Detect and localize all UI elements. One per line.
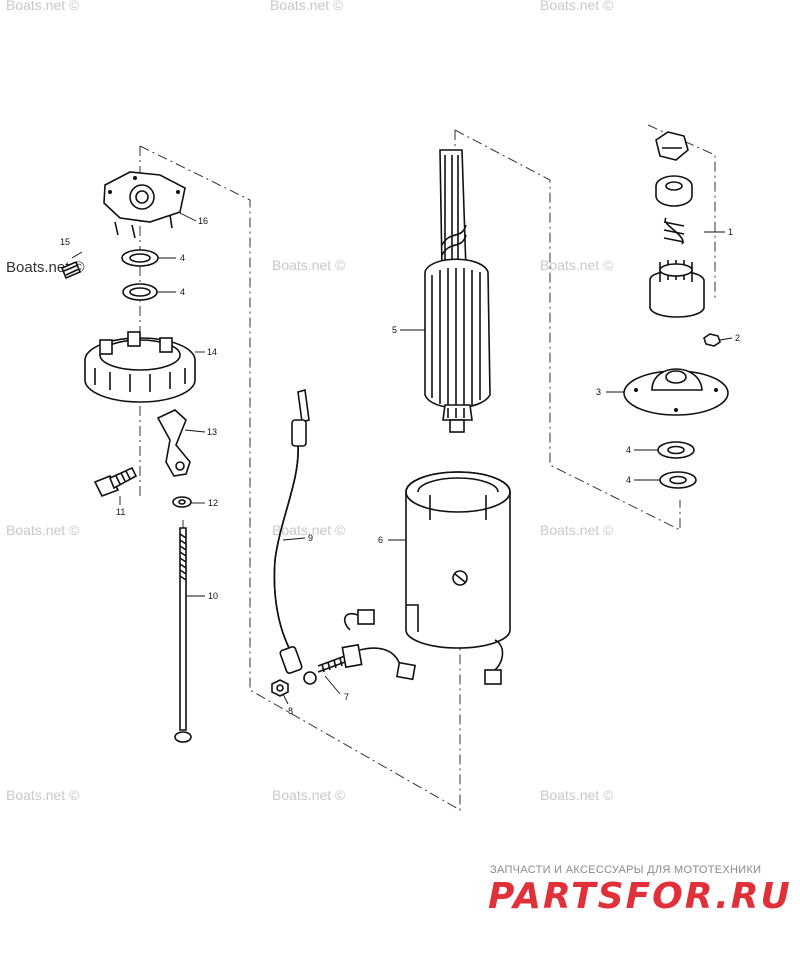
drive-assembly <box>649 131 705 318</box>
washer <box>657 441 695 459</box>
watermark: Boats.net © <box>540 787 614 803</box>
part-label-7: 7 <box>344 692 349 702</box>
watermark: Boats.net © <box>6 0 80 13</box>
drive-end-head <box>623 368 729 416</box>
nut <box>271 679 289 697</box>
watermark: Boats.net © <box>272 787 346 803</box>
part-label-5: 5 <box>392 325 397 335</box>
brush-assembly <box>317 609 417 681</box>
leader-lines <box>71 211 733 705</box>
part-label-6: 6 <box>378 535 383 545</box>
brush-holder-ring <box>84 331 196 403</box>
part-label-14: 14 <box>207 347 217 357</box>
part-label-4: 4 <box>626 445 631 455</box>
part-label-2: 2 <box>735 333 740 343</box>
assembly-lines <box>139 124 716 811</box>
watermark: Boats.net © <box>272 257 346 273</box>
part-label-1: 1 <box>728 227 733 237</box>
terminal-bracket <box>156 409 191 477</box>
brand-subtitle: ЗАПЧАСТИ И АКСЕССУАРЫ ДЛЯ МОТОТЕХНИКИ <box>490 864 762 876</box>
part-label-10: 10 <box>208 591 218 601</box>
through-bolt <box>174 527 192 743</box>
part-label-4: 4 <box>180 287 185 297</box>
cable <box>273 388 317 685</box>
watermark: Boats.net © <box>272 522 346 538</box>
watermark: Boats.net © <box>540 522 614 538</box>
part-label-12: 12 <box>208 498 218 508</box>
part-label-8: 8 <box>288 706 293 716</box>
part-label-3: 3 <box>596 387 601 397</box>
armature <box>424 149 491 433</box>
part-label-9: 9 <box>308 533 313 543</box>
watermark: Boats.net © <box>6 522 80 538</box>
part-label-4: 4 <box>626 475 631 485</box>
watermarks: Boats.net © Boats.net © Boats.net © Boat… <box>6 0 614 803</box>
part-label-4: 4 <box>180 253 185 263</box>
brand-logo: PARTSFOR.RU <box>488 876 792 917</box>
washer <box>121 249 159 267</box>
washer <box>659 471 697 489</box>
watermark: Boats.net © <box>540 257 614 273</box>
nut-small <box>703 333 721 347</box>
washer-small <box>172 496 192 508</box>
bolt <box>93 466 138 498</box>
part-label-16: 16 <box>198 216 208 226</box>
watermark: Boats.net © <box>540 0 614 13</box>
watermark: Boats.net © <box>6 787 80 803</box>
washer <box>122 283 158 301</box>
part-labels: 16 15 4 4 14 13 11 12 10 9 8 7 5 6 1 2 3… <box>60 216 740 716</box>
watermark: Boats.net © <box>270 0 344 13</box>
frame-housing <box>405 471 511 685</box>
end-frame-plate <box>103 171 186 239</box>
screw-small <box>60 260 82 280</box>
part-label-15: 15 <box>60 237 70 247</box>
part-label-13: 13 <box>207 427 217 437</box>
part-label-11: 11 <box>116 507 125 517</box>
